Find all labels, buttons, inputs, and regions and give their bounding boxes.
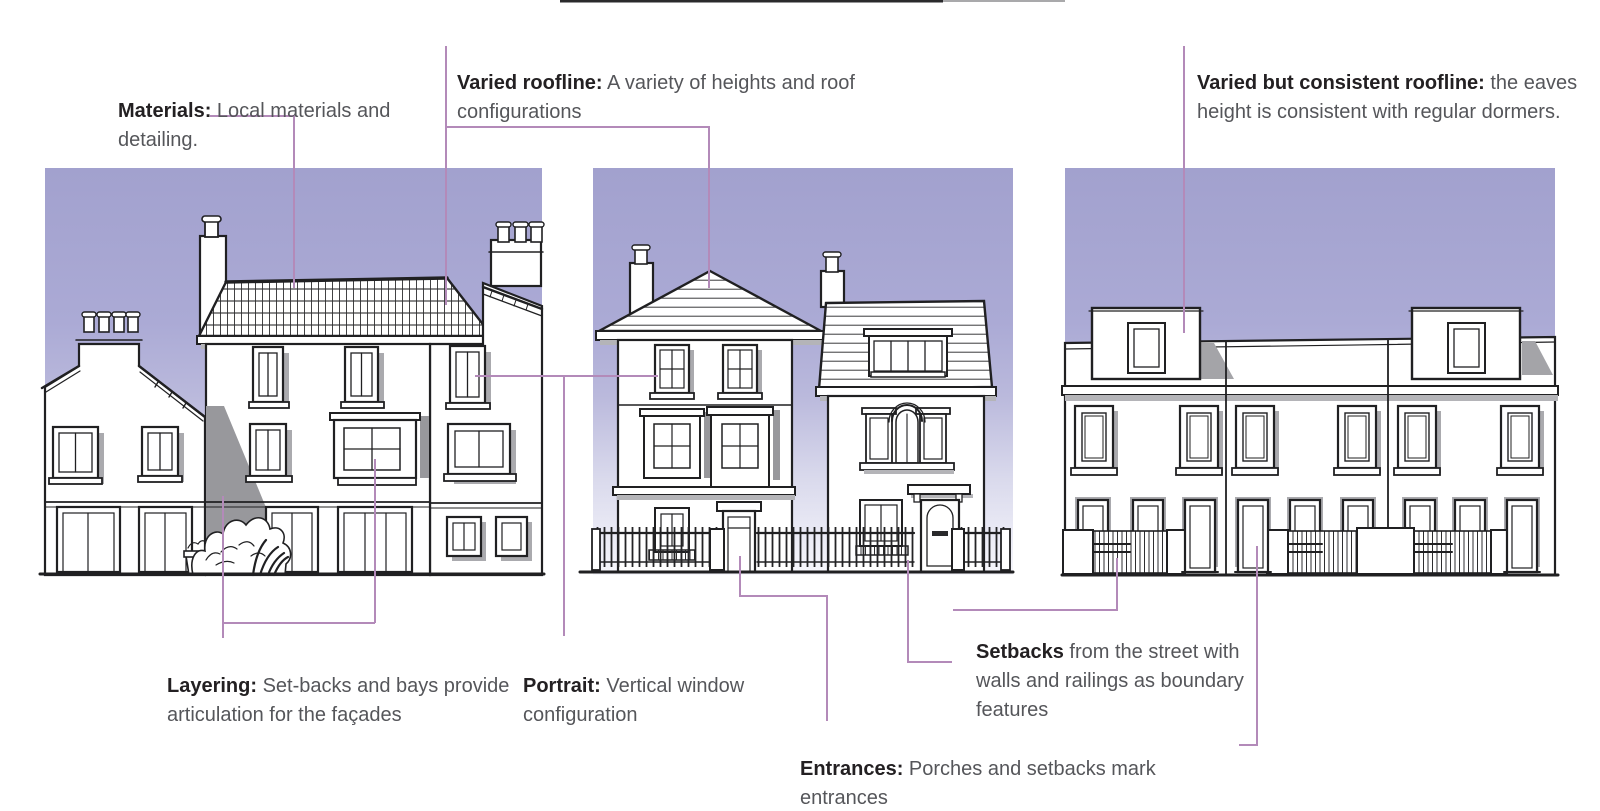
right-terrace-illustration (1060, 168, 1560, 577)
terrace-ground-floor (1062, 495, 1542, 575)
entrances-leader-line (739, 546, 1258, 746)
annotation-materials: Materials: Local materials and detailing… (118, 68, 390, 155)
middle-houses-illustration (578, 168, 1015, 575)
left-right-house (428, 221, 545, 577)
annotation-description: Set-backs and bays provide articulation … (167, 675, 510, 726)
annotation-description: Vertical window configuration (523, 675, 745, 726)
annotation-term: Varied roofline: (457, 72, 603, 94)
layering-leader-line (222, 459, 376, 638)
annotation-varied-consistent-roofline: Varied but consistent roofline: the eave… (1197, 40, 1577, 127)
materials-leader-line (210, 115, 295, 288)
left-terrace-illustration (38, 168, 546, 577)
annotation-term: Varied but consistent roofline: (1197, 72, 1485, 94)
bushes (183, 517, 292, 577)
dormer-shadow (1522, 341, 1553, 375)
varied-roofline-leader-line (445, 46, 710, 305)
annotation-description: Local materials and detailing. (118, 100, 391, 151)
annotation-description: from the street with walls and railings … (976, 641, 1244, 721)
portrait-leader-line (475, 375, 658, 636)
setbacks-leader-line (907, 558, 1118, 663)
terrace-door (1233, 498, 1273, 574)
annotation-leaders (210, 46, 1258, 746)
annotation-varied-roofline: Varied roofline: A variety of heights an… (457, 40, 855, 127)
annotation-description: the eaves height is consistent with regu… (1197, 72, 1578, 123)
terrace-door (1180, 498, 1220, 574)
cropped-top-edge (560, 0, 1065, 3)
annotation-term: Entrances: (800, 758, 904, 780)
dormer (1407, 306, 1525, 381)
annotation-description: Porches and setbacks mark entrances (800, 758, 1156, 809)
annotation-entrances: Entrances: Porches and setbacks mark ent… (800, 726, 1156, 811)
annotation-description: A variety of heights and roof configurat… (457, 72, 855, 123)
dormer (1087, 306, 1205, 381)
left-main-house-roof (196, 215, 496, 349)
middle-railings (591, 527, 1011, 571)
annotation-term: Portrait: (523, 675, 601, 697)
annotation-layering: Layering: Set-backs and bays provide art… (167, 643, 509, 730)
annotation-term: Materials: (118, 100, 212, 122)
annotation-term: Setbacks (976, 641, 1064, 663)
annotation-portrait: Portrait: Vertical window configuration (523, 643, 744, 730)
annotation-term: Layering: (167, 675, 258, 697)
annotation-setbacks: Setbacks from the street with walls and … (976, 609, 1244, 725)
terrace-door (1502, 498, 1542, 574)
left-gable-house (40, 311, 207, 577)
